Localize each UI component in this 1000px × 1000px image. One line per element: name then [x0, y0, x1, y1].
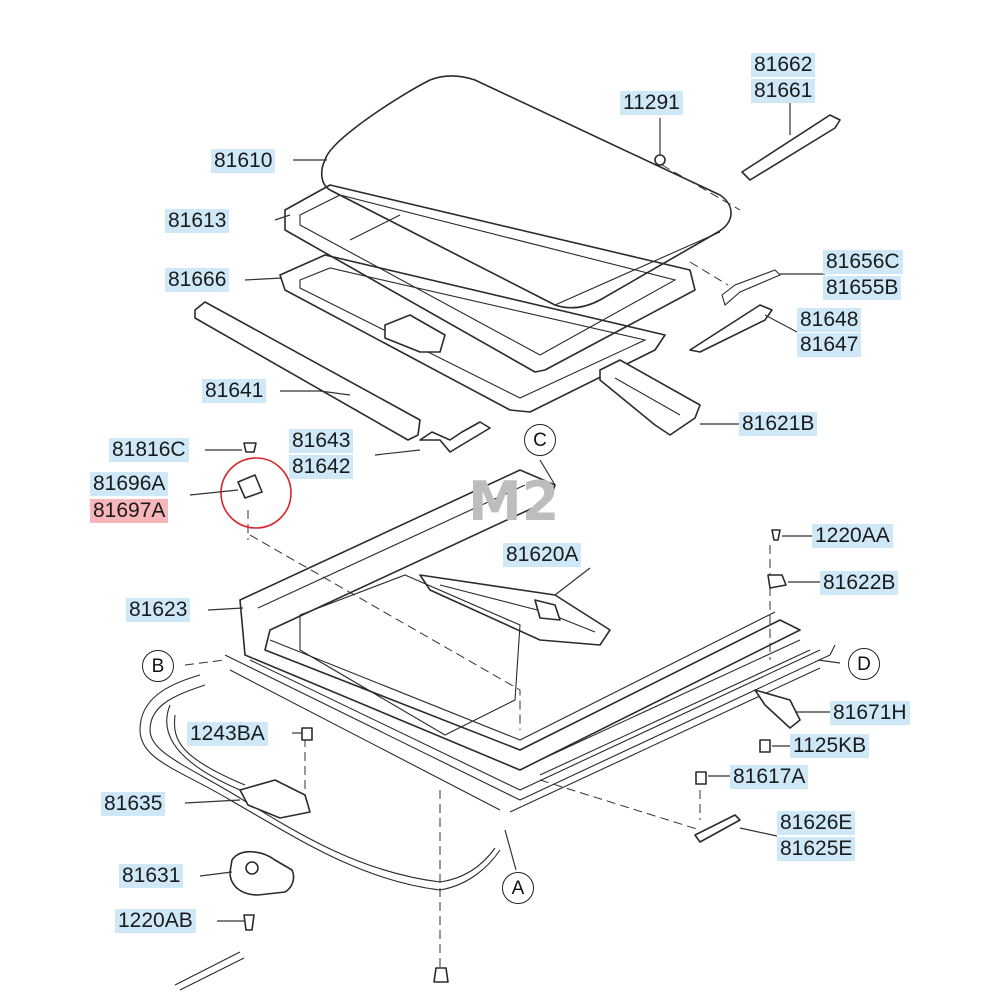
sunroof-motor: [229, 850, 295, 896]
part-label-81643[interactable]: 81643: [289, 429, 354, 453]
part-label-81620A[interactable]: 81620A: [503, 543, 582, 567]
watermark: M2: [468, 470, 559, 533]
part-label-81816C[interactable]: 81816C: [109, 438, 189, 462]
part-label-1220AA[interactable]: 1220AA: [812, 524, 893, 548]
part-label-81641[interactable]: 81641: [202, 379, 267, 403]
reference-marker-d: D: [848, 648, 880, 680]
part-label-81662[interactable]: 81662: [751, 53, 816, 77]
sunroof-frame: [239, 469, 801, 771]
glass-weatherstrip: [284, 184, 696, 373]
part-label-81656C[interactable]: 81656C: [823, 250, 903, 274]
part-label-1125KB[interactable]: 1125KB: [790, 734, 870, 758]
part-label-1220AB[interactable]: 1220AB: [115, 909, 196, 933]
motor-bracket: [239, 779, 311, 819]
reference-marker-c: C: [524, 424, 556, 456]
drain-rail-left: [194, 301, 421, 441]
part-label-81617A[interactable]: 81617A: [730, 765, 809, 789]
part-label-81621B[interactable]: 81621B: [739, 412, 818, 436]
reference-marker-a: A: [502, 872, 534, 904]
part-label-81631[interactable]: 81631: [119, 864, 184, 888]
reference-marker-b: B: [142, 650, 174, 682]
part-label-81622B[interactable]: 81622B: [820, 571, 899, 595]
part-label-81626E[interactable]: 81626E: [777, 811, 856, 835]
part-label-1243BA[interactable]: 1243BA: [187, 722, 268, 746]
part-label-81655B[interactable]: 81655B: [823, 276, 902, 300]
highlight-circle: [220, 457, 292, 529]
part-label-81623[interactable]: 81623: [126, 598, 191, 622]
deflector-trim: [741, 114, 841, 181]
part-label-81696A[interactable]: 81696A: [90, 472, 169, 496]
part-label-81613[interactable]: 81613: [165, 209, 230, 233]
part-label-11291[interactable]: 11291: [620, 91, 683, 115]
part-label-81648[interactable]: 81648: [797, 308, 862, 332]
part-label-81671H[interactable]: 81671H: [830, 701, 910, 725]
part-label-81625E[interactable]: 81625E: [777, 837, 856, 861]
part-label-81661[interactable]: 81661: [751, 79, 816, 103]
drive-cable: [139, 674, 501, 891]
part-label-81697A-highlighted[interactable]: 81697A: [90, 499, 169, 523]
part-label-81642[interactable]: 81642: [289, 455, 354, 479]
sunroof-glass: [320, 75, 732, 309]
sunshade-frame: [279, 254, 666, 413]
part-label-81635[interactable]: 81635: [101, 792, 166, 816]
part-label-81666[interactable]: 81666: [165, 268, 230, 292]
part-label-81610[interactable]: 81610: [211, 149, 276, 173]
deflector-arm: [689, 304, 773, 353]
part-label-81647[interactable]: 81647: [797, 333, 862, 357]
